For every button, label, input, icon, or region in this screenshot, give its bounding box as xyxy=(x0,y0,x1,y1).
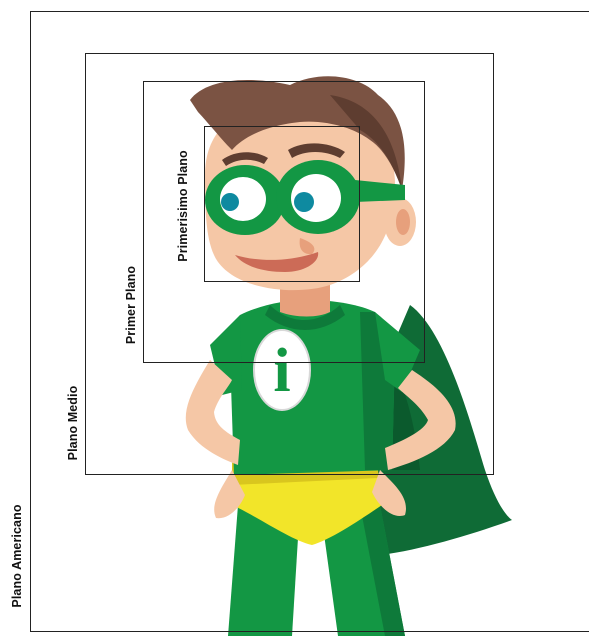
label-primerisimo-plano: Primerisimo Plano xyxy=(176,150,190,261)
mask-band xyxy=(355,180,405,202)
ear-inner xyxy=(396,209,410,235)
right-iris xyxy=(294,192,314,212)
label-plano-americano: Plano Americano xyxy=(10,504,24,607)
label-plano-medio: Plano Medio xyxy=(66,386,80,461)
chest-emblem-letter: i xyxy=(268,336,296,406)
label-primer-plano: Primer Plano xyxy=(124,266,138,344)
left-iris xyxy=(221,193,239,211)
